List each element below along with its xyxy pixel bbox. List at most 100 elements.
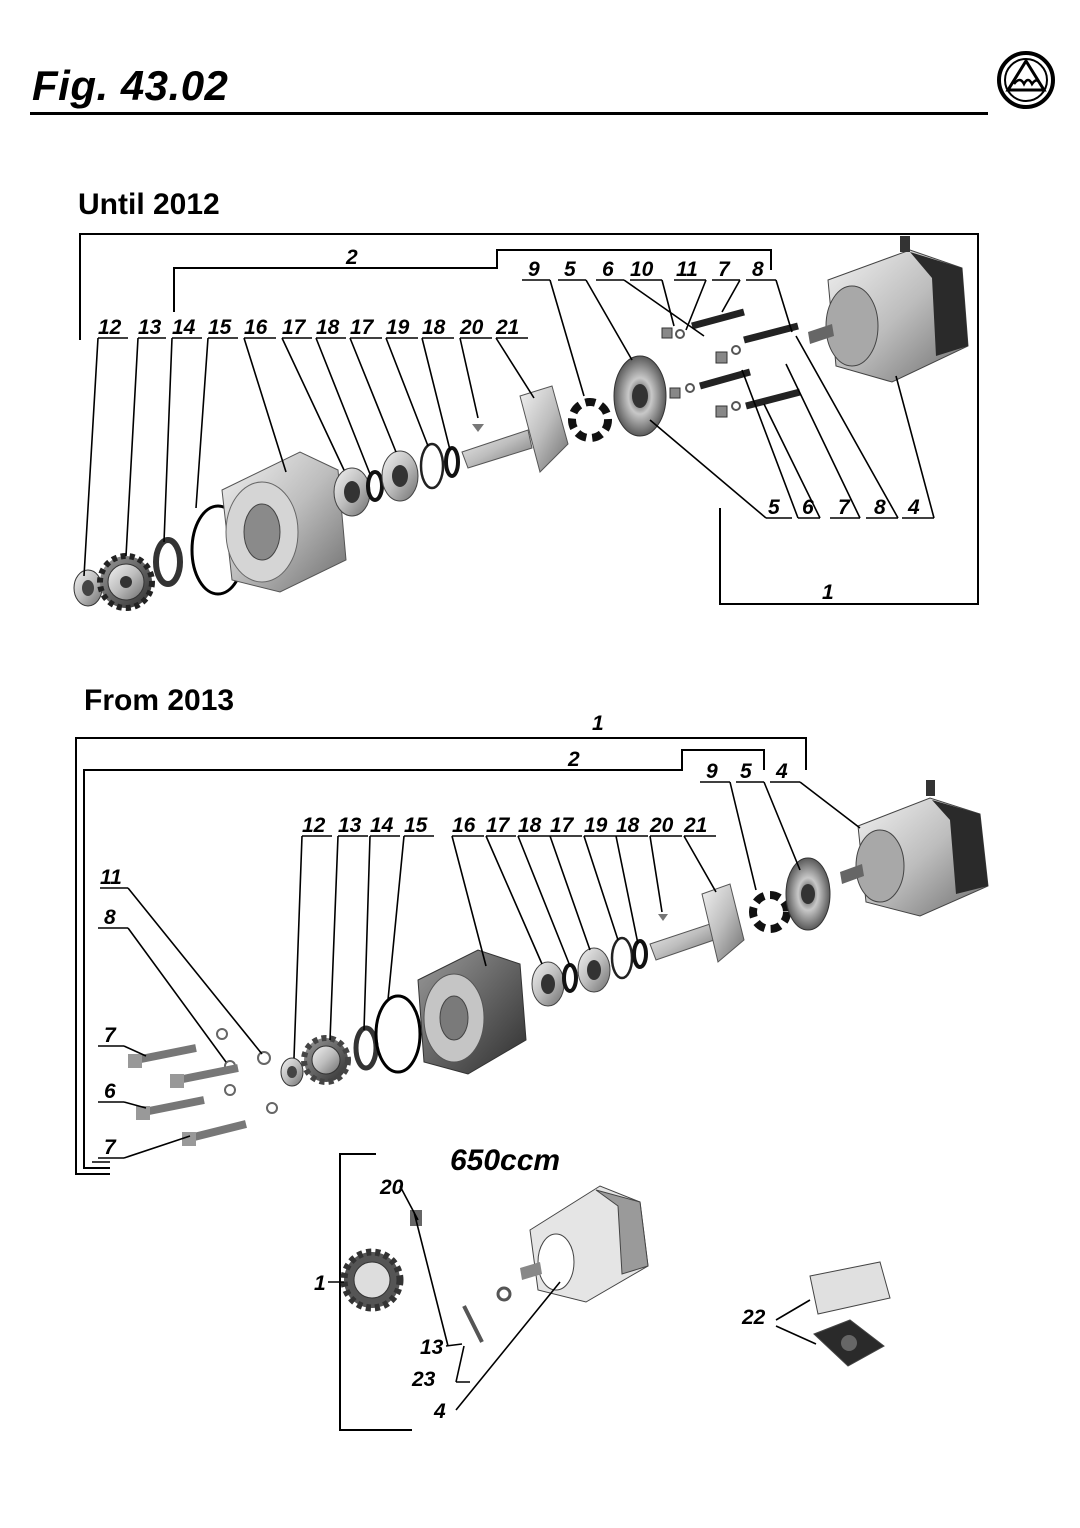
part-2013-nut-12	[280, 1057, 304, 1087]
label-1-17a: 17	[282, 316, 307, 339]
part-650-gear	[340, 1248, 404, 1312]
label-2-18a: 18	[518, 814, 542, 837]
label-1-11: 11	[676, 258, 698, 281]
label-1-b5: 5	[768, 496, 780, 519]
label-3-22: 22	[741, 1306, 766, 1329]
ural-triangle-logo-icon	[997, 51, 1055, 109]
part-2013-bolts	[128, 1044, 247, 1146]
label-1-b7: 7	[838, 496, 851, 519]
label-1-21: 21	[495, 316, 519, 339]
label-3-13: 13	[420, 1336, 444, 1359]
part-nut-12	[73, 569, 103, 607]
part-2013-pulley-5	[785, 857, 831, 931]
label-1-19: 19	[386, 316, 410, 339]
label-2-21: 21	[683, 814, 707, 837]
part-2013-key-20	[658, 914, 668, 921]
label-2-1: 1	[592, 712, 604, 735]
section-until-2012-art: 2 1 9 5 6 10 11 7 8 12 13 14 15 16 17 18…	[73, 233, 979, 611]
part-pulley-5	[613, 355, 667, 437]
part-2013-housing-16	[417, 949, 527, 1075]
part-2013-circlip-19	[610, 936, 634, 980]
label-2-17b: 17	[550, 814, 575, 837]
label-1-b4: 4	[907, 496, 920, 519]
bracket-assembly-2	[173, 249, 772, 312]
part-spacer-18	[366, 470, 384, 502]
label-1-b6: 6	[802, 496, 814, 519]
part-2013-gear-13	[301, 1035, 351, 1085]
part-2013-shaft-21	[649, 883, 745, 963]
label-1-14: 14	[172, 316, 196, 339]
label-2-14: 14	[370, 814, 394, 837]
label-1-18a: 18	[316, 316, 340, 339]
label-1-10: 10	[630, 258, 654, 281]
part-650-regulator-22	[809, 1261, 891, 1367]
bracket-650-1	[339, 1153, 412, 1431]
label-1-7: 7	[718, 258, 731, 281]
label-1-17b: 17	[350, 316, 375, 339]
label-1-20: 20	[459, 316, 484, 339]
label-1-2: 2	[345, 246, 358, 269]
label-3-20: 20	[379, 1176, 404, 1199]
part-650-nut	[496, 1286, 512, 1302]
part-2013-spacer-18b	[632, 939, 648, 969]
label-2-6: 6	[104, 1080, 116, 1103]
label-1-12: 12	[98, 316, 122, 339]
part-spacer-18b	[444, 446, 460, 478]
part-2013-oring-15	[374, 994, 422, 1074]
label-3-23: 23	[411, 1368, 436, 1391]
label-2-5: 5	[740, 760, 752, 783]
part-2013-bearing-17b	[577, 947, 611, 993]
section-650ccm-art: 20 1 13 23 4 22	[314, 1153, 891, 1431]
part-bearing-17	[333, 467, 371, 517]
label-2-4: 4	[775, 760, 788, 783]
part-bearing-17b	[381, 450, 419, 502]
label-2-17a: 17	[486, 814, 511, 837]
label-1-b8: 8	[874, 496, 886, 519]
figure-title: Fig. 43.02	[32, 62, 229, 109]
label-1-5: 5	[564, 258, 576, 281]
label-1-13: 13	[138, 316, 162, 339]
heading-until-2012: Until 2012	[78, 188, 220, 221]
label-2-8: 8	[104, 906, 116, 929]
label-650ccm: 650ccm	[450, 1144, 561, 1177]
part-2013-seal-14	[353, 1025, 379, 1071]
title-underline	[30, 112, 988, 115]
label-2-2: 2	[567, 748, 580, 771]
part-seal-14	[153, 537, 183, 587]
label-1-1: 1	[822, 581, 834, 604]
bracket-2013-1	[75, 737, 807, 1175]
part-2013-coupling-9	[749, 891, 791, 933]
label-2-11: 11	[100, 866, 122, 889]
label-2-18b: 18	[616, 814, 640, 837]
label-2-12: 12	[302, 814, 326, 837]
label-2-15: 15	[404, 814, 428, 837]
label-1-16: 16	[244, 316, 268, 339]
label-2-7a: 7	[104, 1024, 117, 1047]
label-3-1: 1	[314, 1272, 326, 1295]
part-2013-bearing-17	[531, 961, 565, 1007]
label-2-19: 19	[584, 814, 608, 837]
heading-from-2013: From 2013	[84, 684, 235, 717]
label-2-13: 13	[338, 814, 362, 837]
part-coupling-9	[568, 398, 612, 442]
label-1-15: 15	[208, 316, 232, 339]
part-circlip-19	[419, 442, 445, 490]
label-3-4: 4	[433, 1400, 446, 1423]
part-2013-alternator-4	[840, 780, 989, 917]
label-1-18b: 18	[422, 316, 446, 339]
label-1-9: 9	[528, 258, 540, 281]
part-2013-spacer-18	[562, 963, 578, 993]
part-shaft-21	[461, 385, 569, 473]
label-2-20: 20	[649, 814, 674, 837]
label-2-16: 16	[452, 814, 476, 837]
part-alternator-4	[808, 236, 969, 383]
part-gear-13	[97, 553, 155, 611]
part-650-pin	[462, 1305, 484, 1343]
bracket-assembly-1	[79, 233, 979, 605]
part-housing-16	[221, 451, 347, 593]
section-from-2013-art: 1 2 9 5 4 12 13 14 15 16 17 18 17 19 18 …	[75, 712, 989, 1175]
part-key-20	[472, 424, 484, 432]
label-2-7b: 7	[104, 1136, 117, 1159]
part-650-alternator	[520, 1185, 649, 1303]
